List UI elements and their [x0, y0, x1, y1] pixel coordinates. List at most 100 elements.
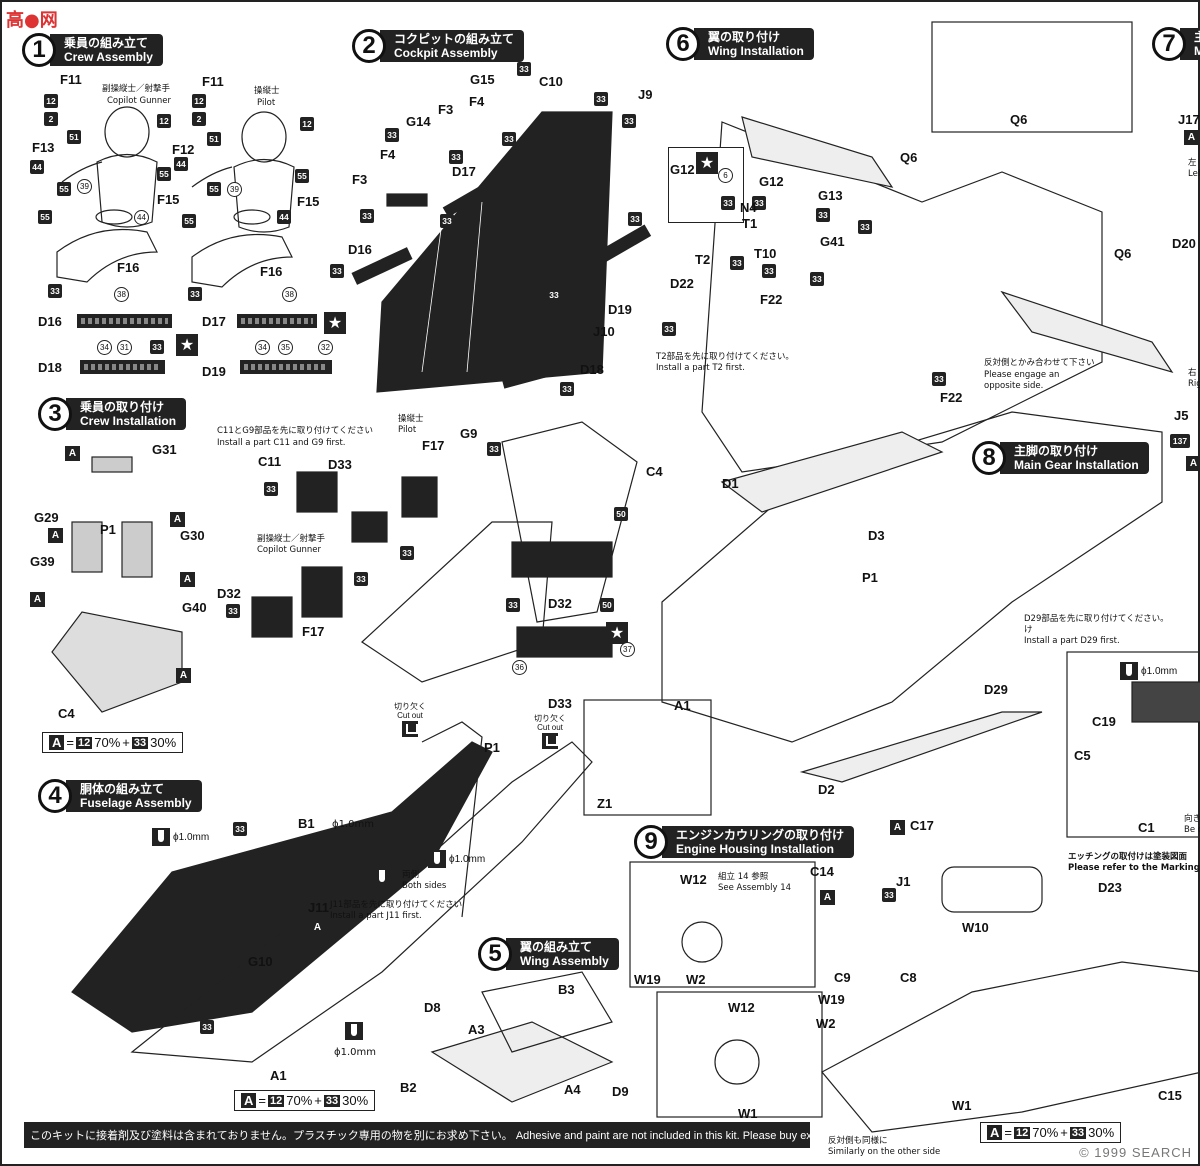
- color-badge: 55: [157, 167, 171, 181]
- cutout-label-jp: 切り欠く: [534, 714, 566, 723]
- color-badge: 33: [440, 214, 454, 228]
- left-label-jp: 左: [1188, 158, 1197, 168]
- step-3-number: 3: [38, 397, 72, 431]
- part-label: A1: [270, 1068, 287, 1083]
- color-ring: 38: [114, 287, 129, 302]
- part-label: J9: [638, 87, 653, 102]
- part-label: Z1: [597, 796, 613, 811]
- color-badge: 44: [174, 157, 188, 171]
- part-label: F12: [172, 142, 195, 157]
- mix-plus: +: [122, 735, 130, 750]
- part-label: D1: [722, 476, 739, 491]
- color-badge: 33: [547, 288, 561, 302]
- color-badge: 2: [192, 112, 206, 126]
- part-label: G14: [406, 114, 431, 129]
- mix-a-marker: A: [1184, 130, 1199, 145]
- part-label: A1: [674, 698, 691, 713]
- step-1-title-en: Crew Assembly: [64, 50, 153, 64]
- color-ring: 38: [282, 287, 297, 302]
- part-label: C4: [58, 706, 75, 721]
- color-ring: 6: [718, 168, 733, 183]
- both-sides-en: Both sides: [402, 881, 447, 891]
- see-assembly-jp: 組立 14 参照: [718, 872, 769, 882]
- part-label: C14: [810, 864, 834, 879]
- part-label: G31: [152, 442, 177, 457]
- part-label: D17: [202, 314, 226, 329]
- color-badge: 33: [330, 264, 344, 278]
- part-label: D20: [1172, 236, 1196, 251]
- step-9-title-jp: エンジンカウリングの取り付け: [676, 828, 845, 842]
- t2-note-jp: T2部品を先に取り付けてください。: [656, 352, 794, 362]
- drill-size: ϕ1.0mm: [1141, 665, 1178, 677]
- careful-note-en: Be ca: [1184, 825, 1200, 835]
- install-note-en: Install a part C11 and G9 first.: [217, 438, 346, 448]
- star-icon: ★: [176, 334, 198, 356]
- color-badge: 33: [730, 256, 744, 270]
- mix-a-marker: A: [890, 820, 905, 835]
- opposite-note-en-2: opposite side.: [984, 381, 1044, 391]
- color-badge: 33: [502, 132, 516, 146]
- color-badge: 50: [614, 507, 628, 521]
- part-label: C10: [539, 74, 563, 89]
- part-label: W1: [952, 1098, 972, 1113]
- part-label: J1: [896, 874, 911, 889]
- step-7-number: 7: [1152, 27, 1186, 61]
- color-badge: 33: [150, 340, 164, 354]
- step-4-title-en: Fuselage Assembly: [80, 796, 192, 810]
- j11-note-en: Install a part J11 first.: [330, 911, 422, 921]
- step-5-number: 5: [478, 937, 512, 971]
- part-label: G15: [470, 72, 495, 87]
- color-badge: 33: [354, 572, 368, 586]
- step-5-title-jp: 翼の組み立て: [520, 940, 593, 954]
- d29-note-jp-2: け: [1024, 625, 1033, 635]
- color-badge: 33: [752, 196, 766, 210]
- part-label: D8: [424, 1000, 441, 1015]
- part-label: G41: [820, 234, 845, 249]
- part-label: Q6: [900, 150, 918, 165]
- part-label: F17: [422, 438, 445, 453]
- drill-size: ϕ1.0mm: [334, 1047, 376, 1058]
- step-6-number: 6: [666, 27, 700, 61]
- color-ring: 39: [227, 182, 242, 197]
- part-label: P1: [862, 570, 878, 585]
- color-badge: 12: [192, 94, 206, 108]
- color-badge: 55: [57, 182, 71, 196]
- part-label: D19: [202, 364, 226, 379]
- mix-pct-2: 30%: [150, 735, 177, 750]
- color-badge: 33: [662, 322, 676, 336]
- mix-a-marker: A: [176, 668, 191, 683]
- part-label: C19: [1092, 714, 1116, 729]
- helmet-copilot: [104, 106, 150, 158]
- part-label: F4: [380, 147, 396, 162]
- color-badge: 33: [385, 128, 399, 142]
- pilot-label-jp: 操縦士: [254, 86, 280, 96]
- part-label: G29: [34, 510, 59, 525]
- step-8-title-en: Main Gear Installation: [1014, 458, 1139, 472]
- decal-strip: [77, 314, 172, 328]
- color-badge: 33: [594, 92, 608, 106]
- mix-letter: A: [241, 1093, 257, 1108]
- color-badge: 33: [932, 372, 946, 386]
- color-badge: 44: [277, 210, 291, 224]
- direction-note-jp: 向き: [1184, 814, 1200, 824]
- star-icon: ★: [324, 312, 346, 334]
- part-label: N4: [740, 200, 757, 215]
- drill-size: ϕ1.0mm: [449, 853, 486, 865]
- part-label: D22: [670, 276, 694, 291]
- mix-color-1: 12: [1013, 1126, 1031, 1139]
- part-label: P1: [100, 522, 116, 537]
- part-label: F16: [117, 260, 140, 275]
- mix-a-marker: A: [48, 528, 63, 543]
- color-badge: 12: [157, 114, 171, 128]
- right-label-jp: 右: [1188, 368, 1197, 378]
- footer-notice: このキットに接着剤及び塗料は含まれておりません。プラスチック専用の物を別にお求め…: [24, 1122, 810, 1148]
- part-label: D23: [1098, 880, 1122, 895]
- part-label: F17: [302, 624, 325, 639]
- mix-a-marker: A: [310, 920, 325, 935]
- part-label: J11: [308, 900, 329, 915]
